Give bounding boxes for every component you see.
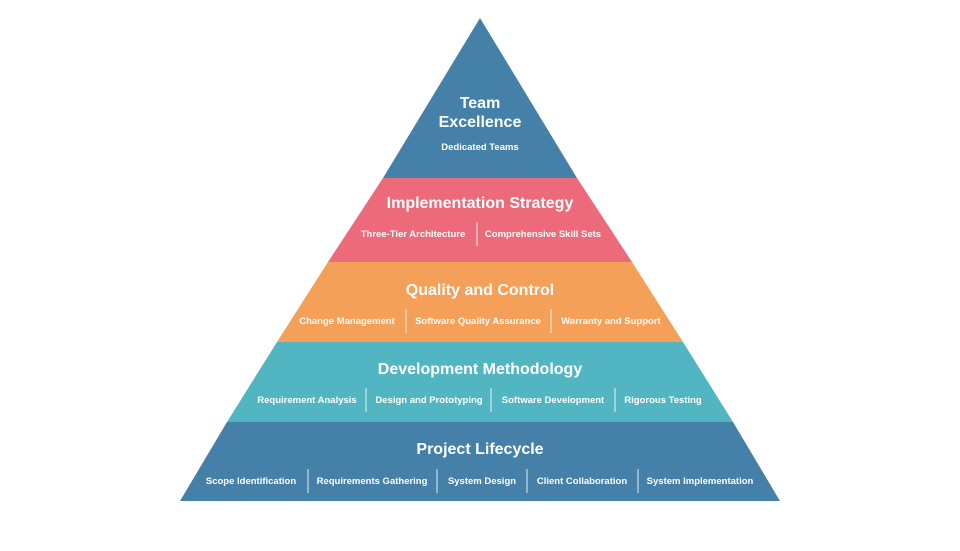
item-system-design: System Design (448, 476, 516, 487)
tier-team-excellence (383, 18, 577, 178)
tier-quality-and-control (277, 262, 683, 342)
tier-implementation-strategy (328, 178, 632, 262)
item-requirement-analysis: Requirement Analysis (257, 395, 356, 406)
tier-title-team: Team (460, 95, 501, 112)
item-design-and-prototyping: Design and Prototyping (375, 395, 482, 406)
tier-project-lifecycle (180, 422, 780, 501)
tier-title-excellence: Excellence (439, 114, 522, 131)
item-three-tier-architecture: Three-Tier Architecture (361, 229, 466, 240)
tier-title-development-methodology: Development Methodology (378, 361, 583, 378)
item-dedicated-teams: Dedicated Teams (441, 142, 518, 153)
item-warranty-and-support: Warranty and Support (561, 316, 661, 327)
item-change-management: Change Management (299, 316, 395, 327)
item-requirements-gathering: Requirements Gathering (317, 476, 428, 487)
item-comprehensive-skill-sets: Comprehensive Skill Sets (485, 229, 601, 240)
item-client-collaboration: Client Collaboration (537, 476, 627, 487)
item-system-implementation: System Implementation (647, 476, 754, 487)
tier-title-project-lifecycle: Project Lifecycle (416, 441, 543, 458)
item-rigorous-testing: Rigorous Testing (624, 395, 702, 406)
tier-development-methodology (227, 342, 733, 422)
item-software-development: Software Development (502, 395, 605, 406)
item-software-quality-assurance: Software Quality Assurance (415, 316, 541, 327)
tier-title-quality-and-control: Quality and Control (406, 282, 554, 299)
tier-title-implementation-strategy: Implementation Strategy (387, 195, 574, 212)
item-scope-identification: Scope Identification (206, 476, 296, 487)
